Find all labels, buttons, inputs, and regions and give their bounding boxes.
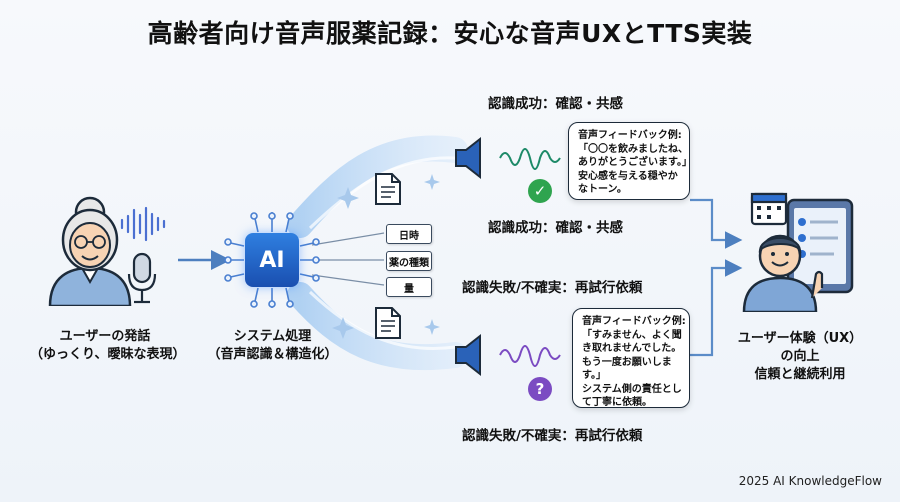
success-bubble-line: 安心感を与える穏やか [578,170,678,182]
flow-to-failure-speaker [287,282,468,371]
arrow-success-to-ux [690,198,743,249]
tag-amount: 量 [386,277,432,297]
user-caption-line2: （ゆっくり、曖昧な表現） [30,347,186,362]
failure-bubble-line: て丁寧に依頼。 [582,397,652,408]
tag-datetime: 日時 [386,224,432,244]
success-wave [499,148,561,170]
ux-illustration [742,192,854,312]
tag-medicine-type: 薬の種類 [386,251,432,271]
failure-label-top: 認識失敗/不確実：再試行依頼 [462,280,643,296]
success-check-icon: ✓ [528,179,552,203]
success-label-top: 認識成功：確認・共感 [488,96,623,112]
failure-wave [499,345,561,367]
system-caption: システム処理 （音声認識＆構造化） [205,328,340,364]
flow-to-success-speaker [287,135,468,238]
failure-bubble-line: システム側の責任とし [582,383,682,395]
arrow-failure-to-ux [690,259,743,357]
failure-label-bottom: 認識失敗/不確実：再試行依頼 [462,428,643,444]
document-icon [375,173,401,205]
user-caption-line1: ユーザーの発話 [59,329,151,344]
ai-chip: AI [245,233,299,287]
success-label-bottom: 認識成功：確認・共感 [488,220,623,236]
user-caption: ユーザーの発話 （ゆっくり、曖昧な表現） [30,328,186,364]
success-bubble-line: 音声フィードバック例: [578,130,682,141]
speaker-icon [455,333,481,377]
footer-credit: 2025 AI KnowledgeFlow [738,474,882,488]
system-caption-line2: （音声認識＆構造化） [207,347,338,362]
success-bubble-line: なトーン。 [578,184,627,195]
failure-bubble-line: 音声フィードバック例: [582,316,686,327]
voice-waveform-icon [120,206,166,242]
failure-bubble-line: き取れませんでした。 [582,343,682,354]
sparkle-decor [332,174,440,339]
circuit-lines-icon [224,212,320,308]
calendar-icon [750,192,788,226]
happy-user-icon [742,234,824,312]
failure-bubble-line: す。」 [582,370,606,381]
ux-caption-line1: ユーザー体験（UX） [737,331,863,346]
success-bubble-line: ありがとうございます。」 [578,157,692,168]
elderly-user-avatar-icon [48,196,132,306]
success-bubble-line: 「〇〇を飲みましたね、 [578,143,688,155]
failure-question-icon: ? [528,377,552,401]
failure-bubble-line: もう一度お願いしま [582,356,672,368]
page-title: 高齢者向け音声服薬記録：安心な音声UXとTTS実装 [147,19,753,48]
ux-caption-line3: 信頼と継続利用 [754,367,846,382]
microphone-icon [127,252,157,304]
document-icon [375,307,401,339]
system-caption-line1: システム処理 [233,329,312,344]
failure-bubble-line: 「すみません、よく聞 [582,329,682,341]
failure-feedback-bubble: 音声フィードバック例: 「すみません、よく聞 き取れませんでした。 もう一度お願… [572,308,690,408]
speaker-icon [455,136,481,180]
ux-caption: ユーザー体験（UX） の向上 信頼と継続利用 [720,330,880,384]
success-feedback-bubble: 音声フィードバック例: 「〇〇を飲みましたね、 ありがとうございます。」 安心感… [568,122,692,200]
ux-caption-line2: の向上 [780,349,820,364]
